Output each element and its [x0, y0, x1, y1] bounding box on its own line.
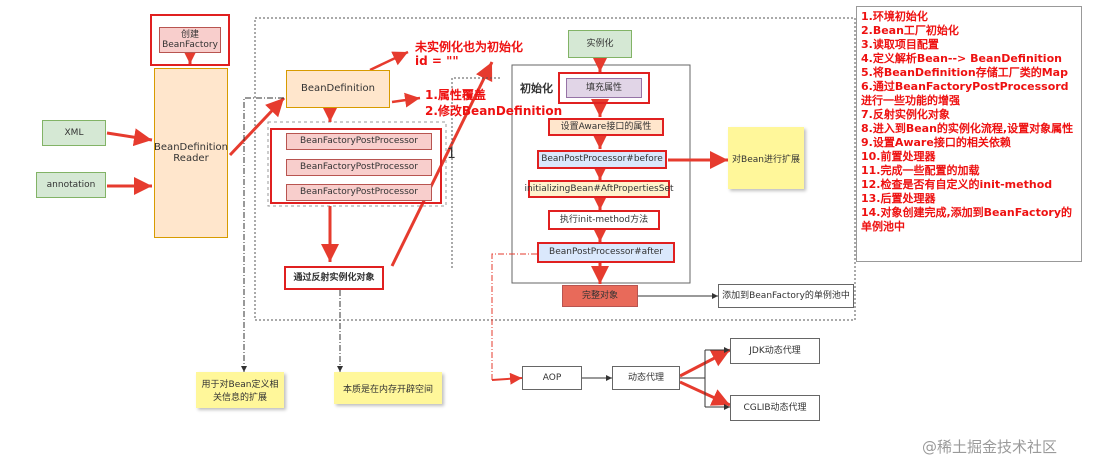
set-aware-node[interactable]: 设置Aware接口的属性: [548, 118, 664, 136]
dynamic-proxy-node[interactable]: 动态代理: [612, 366, 680, 390]
complete-object-node[interactable]: 完整对象: [562, 285, 638, 307]
bean-definition-reader-node[interactable]: BeanDefinition Reader: [154, 68, 228, 238]
step-item: 10.前置处理器: [861, 150, 936, 163]
arrow-xml-reader: [106, 128, 153, 147]
note-extend-bean: 对Bean进行扩展: [728, 127, 804, 189]
step-item: 1.环境初始化: [861, 10, 928, 23]
fill-frame: 填充属性: [558, 72, 650, 104]
step-item: 12.检查是否有自定义的init-method: [861, 178, 1053, 191]
arrow-beandef-modify: [391, 92, 421, 108]
initializing-bean-node[interactable]: initializingBean#AftPropertiesSet: [525, 180, 674, 198]
bean-factory-post-processor-2[interactable]: BeanFactoryPostProcessor: [286, 159, 432, 176]
fill-properties-node[interactable]: 填充属性: [566, 78, 642, 98]
bean-factory-post-processor-1[interactable]: BeanFactoryPostProcessor: [286, 133, 432, 150]
step-item: 8.进入到Bean的实例化流程,设置对象属性: [861, 122, 1074, 135]
step-item: 4.定义解析Bean--> BeanDefinition: [861, 52, 1062, 65]
step-item: 3.读取项目配置: [861, 38, 939, 51]
step-item: 14.对象创建完成,添加到BeanFactory的: [861, 206, 1072, 219]
postprocessor-group: [267, 121, 447, 207]
line-beandef-note: [241, 97, 284, 372]
arrow-reflect-instantiate: [390, 61, 494, 267]
line-after-aop: [491, 253, 537, 380]
number-label: 1: [447, 146, 456, 162]
step-item: 7.反射实例化对象: [861, 108, 950, 121]
uninstantiated-annotation: 未实例化也为初始化: [415, 40, 524, 54]
replace-prop-annotation: 1.属性覆盖: [425, 88, 486, 102]
id-annotation: id = "": [415, 54, 459, 68]
bean-definition-node[interactable]: BeanDefinition: [286, 70, 390, 108]
modify-bd-annotation: 2.修改BeanDefinition: [425, 104, 563, 118]
aop-node[interactable]: AOP: [522, 366, 582, 390]
step-item: 进行一些功能的增强: [861, 94, 960, 107]
outer-dotted-container: [254, 17, 856, 321]
bpp-before-node[interactable]: BeanPostProcessor#before: [537, 150, 667, 169]
step-item: 11.完成一些配置的加载: [861, 164, 980, 177]
create-factory-frame: 创建 BeanFactory: [150, 14, 230, 66]
step-item: 5.将BeanDefinition存储工厂类的Map: [861, 66, 1068, 79]
step-item: 9.设置Aware接口的相关依赖: [861, 136, 1011, 149]
bpp-after-node[interactable]: BeanPostProcessor#after: [537, 242, 675, 263]
instantiate-node[interactable]: 实例化: [568, 30, 632, 58]
init-group-label: 初始化: [520, 82, 553, 95]
watermark: @稀土掘金技术社区: [922, 438, 1058, 456]
step-item: 2.Bean工厂初始化: [861, 24, 959, 37]
annotation-node[interactable]: annotation: [36, 172, 106, 198]
xml-node[interactable]: XML: [42, 120, 106, 146]
reflect-instantiate-node[interactable]: 通过反射实例化对象: [284, 266, 384, 290]
init-method-node[interactable]: 执行init-method方法: [548, 210, 660, 230]
arrow-reader-beandef: [228, 96, 286, 157]
postprocessor-frame: BeanFactoryPostProcessor BeanFactoryPost…: [270, 128, 442, 204]
step-item: 6.通过BeanFactoryPostProcessord: [861, 80, 1069, 93]
cglib-proxy-node[interactable]: CGLIB动态代理: [730, 395, 820, 421]
steps-panel: 1.环境初始化 2.Bean工厂初始化 3.读取项目配置 4.定义解析Bean-…: [856, 6, 1082, 262]
step-item: 13.后置处理器: [861, 192, 936, 205]
step-item: 单例池中: [861, 220, 905, 233]
note-bean-definition: 用于对Bean定义相 关信息的扩展: [196, 372, 284, 408]
note-memory: 本质是在内存开辟空间: [334, 372, 442, 404]
line-dotted-link: [451, 77, 500, 268]
create-factory-node[interactable]: 创建 BeanFactory: [159, 27, 221, 53]
jdk-proxy-node[interactable]: JDK动态代理: [730, 338, 820, 364]
arrow-beandef-note: [369, 50, 409, 72]
arrow-to-aop: [491, 372, 523, 385]
bean-factory-post-processor-3[interactable]: BeanFactoryPostProcessor: [286, 184, 432, 201]
add-singleton-node[interactable]: 添加到BeanFactory的单例池中: [718, 284, 854, 308]
